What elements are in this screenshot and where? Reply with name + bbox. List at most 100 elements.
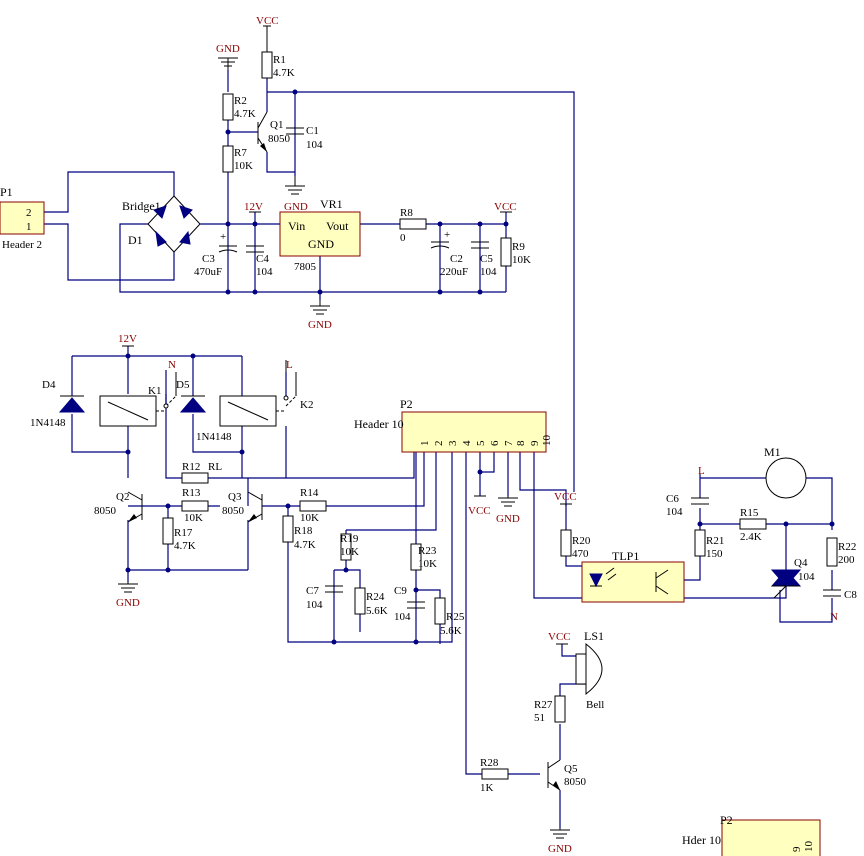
vcc-label-out: VCC <box>494 201 517 213</box>
r28-val: 1K <box>480 782 494 794</box>
l-label-k2: L <box>286 359 293 371</box>
r1-ref: R1 <box>273 54 286 66</box>
c2-body <box>430 241 450 249</box>
r15-body <box>739 518 767 530</box>
r8-body <box>399 218 427 230</box>
r13-val: 10K <box>184 512 203 524</box>
p2-pin-2: 2 <box>433 441 445 447</box>
r7-ref: R7 <box>234 147 247 159</box>
bridge-d1: D1 <box>128 233 143 247</box>
c6-body <box>691 497 709 505</box>
p2-pin-9: 9 <box>529 440 541 446</box>
r7-body <box>222 145 234 173</box>
r28-body <box>481 768 509 780</box>
r25-val: 5.6K <box>440 625 462 637</box>
m1-body <box>765 457 807 499</box>
c1-ref: C1 <box>306 125 319 137</box>
q2-ref: Q2 <box>116 491 129 503</box>
p2b-pin9: 9 <box>791 846 803 852</box>
c3-val: 470uF <box>194 266 222 278</box>
q1-val: 8050 <box>268 133 291 145</box>
r25-body <box>434 597 446 625</box>
gnd-label-p2: GND <box>496 513 520 525</box>
r19-val: 10K <box>340 546 359 558</box>
relays <box>58 360 297 427</box>
c8-ref: C8 <box>844 589 857 601</box>
vr1-ref: VR1 <box>320 197 343 211</box>
k1-ref: K1 <box>148 385 161 397</box>
vcc-label-bell: VCC <box>548 631 571 643</box>
vr1-gnd: GND <box>308 237 334 251</box>
d4-ref: D4 <box>42 379 56 391</box>
p2-header-partial: P2 Hder 10 9 10 <box>682 813 821 856</box>
m1-ref: M1 <box>764 445 781 459</box>
c4-ref: C4 <box>256 253 269 265</box>
resistors <box>162 51 838 780</box>
q5-body <box>547 759 561 791</box>
vr1-vout: Vout <box>326 219 349 233</box>
r7-val: 10K <box>234 160 253 172</box>
power-stubs <box>122 25 572 645</box>
v12-label-bridge: 12V <box>244 201 263 213</box>
r24-body <box>354 587 366 615</box>
r22-val: 200 <box>838 554 855 566</box>
r23-val: 10K <box>418 558 437 570</box>
r8-val: 0 <box>400 232 406 244</box>
r19-ref: R19 <box>340 533 359 545</box>
c6-val: 104 <box>666 506 683 518</box>
d5-ref: D5 <box>176 379 190 391</box>
gnd-label-q5: GND <box>548 843 572 855</box>
r23-ref: R23 <box>418 545 437 557</box>
r13-body <box>181 500 209 512</box>
r22-body <box>826 537 838 567</box>
r24-ref: R24 <box>366 591 385 603</box>
r1-val: 4.7K <box>273 67 295 79</box>
r21-ref: R21 <box>706 535 724 547</box>
r28-ref: R28 <box>480 757 499 769</box>
l-label-motor: L <box>698 465 705 477</box>
c2-ref: C2 <box>450 253 463 265</box>
c7-ref: C7 <box>306 585 319 597</box>
vcc-label-p2: VCC <box>468 505 491 517</box>
q5-ref: Q5 <box>564 763 578 775</box>
gnd-label-r2: GND <box>216 43 240 55</box>
k2-ref: K2 <box>300 399 313 411</box>
r9-ref: R9 <box>512 241 525 253</box>
power-labels: VCC GND GND 12V VCC GND 12V N L GND VCC … <box>116 15 838 855</box>
r9-val: 10K <box>512 254 531 266</box>
r1-body <box>261 51 273 79</box>
p2-type: Header 10 <box>354 417 404 431</box>
c3-body <box>218 245 238 253</box>
r12-body <box>181 472 209 484</box>
p2-pin-3: 3 <box>447 440 459 446</box>
p2b-ref: P2 <box>720 813 733 827</box>
c5-ref: C5 <box>480 253 493 265</box>
p2-pin-6: 6 <box>489 440 501 446</box>
c1-val: 104 <box>306 139 323 151</box>
d4-val: 1N4148 <box>30 417 66 429</box>
bell-ls1 <box>575 642 603 696</box>
r24-val: 5.6K <box>366 605 388 617</box>
bridge-rectifier: Bridge1 D1 <box>122 195 201 253</box>
c7-val: 104 <box>306 599 323 611</box>
svg-text:+: + <box>444 229 450 241</box>
r19-body <box>340 533 352 561</box>
c5-val: 104 <box>480 266 497 278</box>
q4-val: 104 <box>798 571 815 583</box>
r18-val: 4.7K <box>294 539 316 551</box>
r27-body <box>554 695 566 723</box>
r20-val: 470 <box>572 548 589 560</box>
q3-ref: Q3 <box>228 491 242 503</box>
r23-body <box>410 543 422 571</box>
gnd-label-q1: GND <box>284 201 308 213</box>
svg-text:+: + <box>220 231 226 243</box>
r15-val: 2.4K <box>740 531 762 543</box>
vcc-label-top: VCC <box>256 15 279 27</box>
component-labels: R1 4.7K R2 4.7K R7 10K Q1 8050 C1 104 C3… <box>30 54 857 794</box>
r15-ref: R15 <box>740 507 759 519</box>
r20-ref: R20 <box>572 535 591 547</box>
bridge-ref: Bridge1 <box>122 199 161 213</box>
r14-body <box>299 500 327 512</box>
r2-body <box>222 93 234 121</box>
transistors <box>127 111 561 791</box>
